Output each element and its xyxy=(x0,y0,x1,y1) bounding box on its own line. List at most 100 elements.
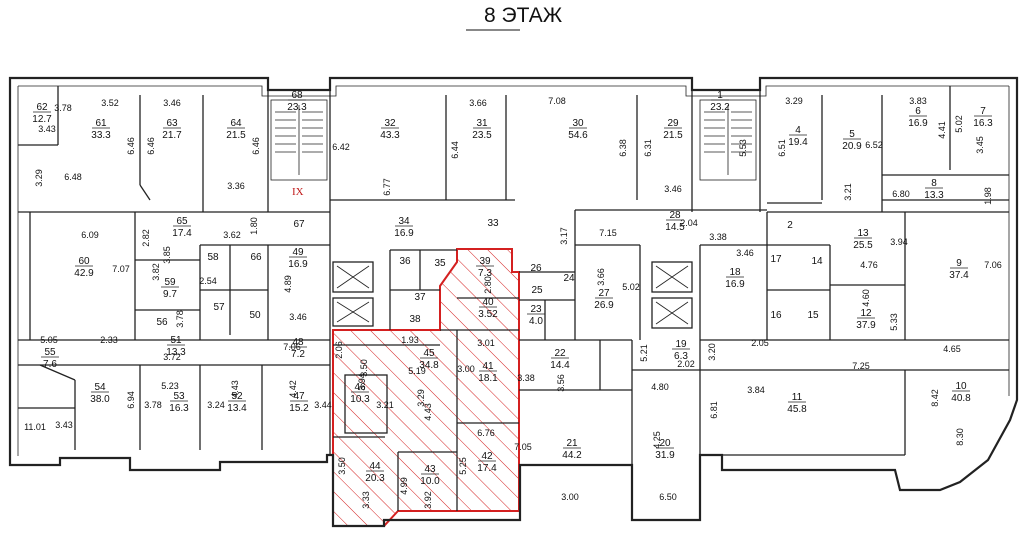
room-area: 13.3 xyxy=(924,190,944,201)
room-number-only: 14 xyxy=(811,256,823,267)
dimension-label: 4.99 xyxy=(399,477,409,495)
room-number: 62 xyxy=(36,102,48,113)
room-number: 7 xyxy=(980,106,986,117)
dimension-label: 3.38 xyxy=(709,232,727,242)
room-number-only: 56 xyxy=(156,317,168,328)
room-area: 7.2 xyxy=(291,349,305,360)
room-number: 63 xyxy=(166,118,178,129)
dimension-label: 3.43 xyxy=(38,124,56,134)
room-area: 12.7 xyxy=(32,114,52,125)
dimension-label: 3.78 xyxy=(175,310,185,328)
room-area: 10.0 xyxy=(420,476,440,487)
room-number-only: 37 xyxy=(414,292,426,303)
room-area: 15.2 xyxy=(289,403,309,414)
dimension-label: 6.94 xyxy=(126,391,136,409)
floor-title: 8 ЭТАЖ xyxy=(484,4,563,27)
room-number: 34 xyxy=(398,216,410,227)
room-area: 7.6 xyxy=(43,359,57,370)
dimension-label: 3.50 xyxy=(337,457,347,475)
room-number: 27 xyxy=(598,288,610,299)
dimension-label: 5.33 xyxy=(889,313,899,331)
room-area: 14.5 xyxy=(665,222,685,233)
room-number: 48 xyxy=(292,337,304,348)
dimension-label: 2.82 xyxy=(141,229,151,247)
dimension-label: 3.50 xyxy=(359,359,369,377)
interior-walls xyxy=(18,86,1009,511)
dimension-label: 6.31 xyxy=(643,139,653,157)
room-number: 20 xyxy=(659,438,671,449)
room-number-only: 25 xyxy=(531,285,543,296)
room-area: 19.4 xyxy=(788,137,808,148)
room-number: 65 xyxy=(176,216,188,227)
dimension-label: 3.43 xyxy=(55,420,73,430)
room-area: 25.5 xyxy=(853,240,873,251)
room-number: 44 xyxy=(369,461,381,472)
dimension-label: 3.29 xyxy=(785,96,803,106)
room-number: 18 xyxy=(729,267,741,278)
room-number: 21 xyxy=(566,438,578,449)
room-area: 16.3 xyxy=(169,403,189,414)
dimension-label: 3.17 xyxy=(559,227,569,245)
room-number: 29 xyxy=(667,118,679,129)
room-number: 49 xyxy=(292,247,304,258)
room-area: 13.4 xyxy=(227,403,247,414)
room-area: 16.9 xyxy=(394,228,414,239)
room-number: 32 xyxy=(384,118,396,129)
dimension-label: 3.21 xyxy=(843,183,853,201)
dimension-label: 3.46 xyxy=(163,98,181,108)
room-number-only: 50 xyxy=(249,310,261,321)
dimension-label: 7.06 xyxy=(283,342,301,352)
room-area: 7.3 xyxy=(478,268,492,279)
room-number: 11 xyxy=(792,392,803,403)
dimension-label: 6.80 xyxy=(892,189,910,199)
room-number: 45 xyxy=(423,348,435,359)
room-number: 43 xyxy=(424,464,436,475)
room-number-only: 2 xyxy=(787,220,793,231)
stairwell-label: IX xyxy=(292,186,304,198)
room-number-only: 58 xyxy=(207,252,219,263)
room-number: 54 xyxy=(94,382,106,393)
room-area: 6.3 xyxy=(674,351,688,362)
room-number: 19 xyxy=(675,339,687,350)
room-area: 34.8 xyxy=(419,360,439,371)
dimension-label: 3.24 xyxy=(207,400,225,410)
room-area: 17.4 xyxy=(477,463,497,474)
room-area: 16.9 xyxy=(908,118,928,129)
room-number: 47 xyxy=(293,391,305,402)
room-area: 16.3 xyxy=(973,118,993,129)
dimension-label: 6.46 xyxy=(251,137,261,155)
dimension-label: 2.04 xyxy=(680,218,698,228)
dimension-label: 3.83 xyxy=(909,96,927,106)
dimension-label: 5.19 xyxy=(408,366,426,376)
room-number-only: 33 xyxy=(487,218,499,229)
dimension-label: 7.07 xyxy=(112,264,130,274)
dimension-label: 3.46 xyxy=(289,312,307,322)
room-number: 61 xyxy=(95,118,107,129)
dimension-label: 6.38 xyxy=(618,139,628,157)
dimension-label: 2.02 xyxy=(677,359,695,369)
dimension-label: 4.25 xyxy=(652,431,662,449)
room-area: 10.3 xyxy=(350,394,370,405)
dimension-label: 3.20 xyxy=(707,343,717,361)
dimension-label: 4.80 xyxy=(651,382,669,392)
dimension-label: 4.89 xyxy=(283,275,293,293)
dimension-label: 3.29 xyxy=(34,169,44,187)
room-area: 4.0 xyxy=(529,316,543,327)
dimension-label: 6.48 xyxy=(64,172,82,182)
room-number: 46 xyxy=(354,382,366,393)
room-area: 13.3 xyxy=(166,347,186,358)
dimension-label: 4.76 xyxy=(860,260,878,270)
room-area: 20.3 xyxy=(365,473,385,484)
dimension-label: 3.00 xyxy=(457,364,475,374)
room-number: 40 xyxy=(482,297,494,308)
room-number: 31 xyxy=(476,118,488,129)
room-number: 22 xyxy=(554,348,566,359)
room-number-only: 24 xyxy=(563,273,575,284)
elevator-shafts xyxy=(336,265,689,325)
dimension-label: 3.46 xyxy=(664,184,682,194)
room-area: 44.2 xyxy=(562,450,582,461)
room-number: 9 xyxy=(956,258,962,269)
